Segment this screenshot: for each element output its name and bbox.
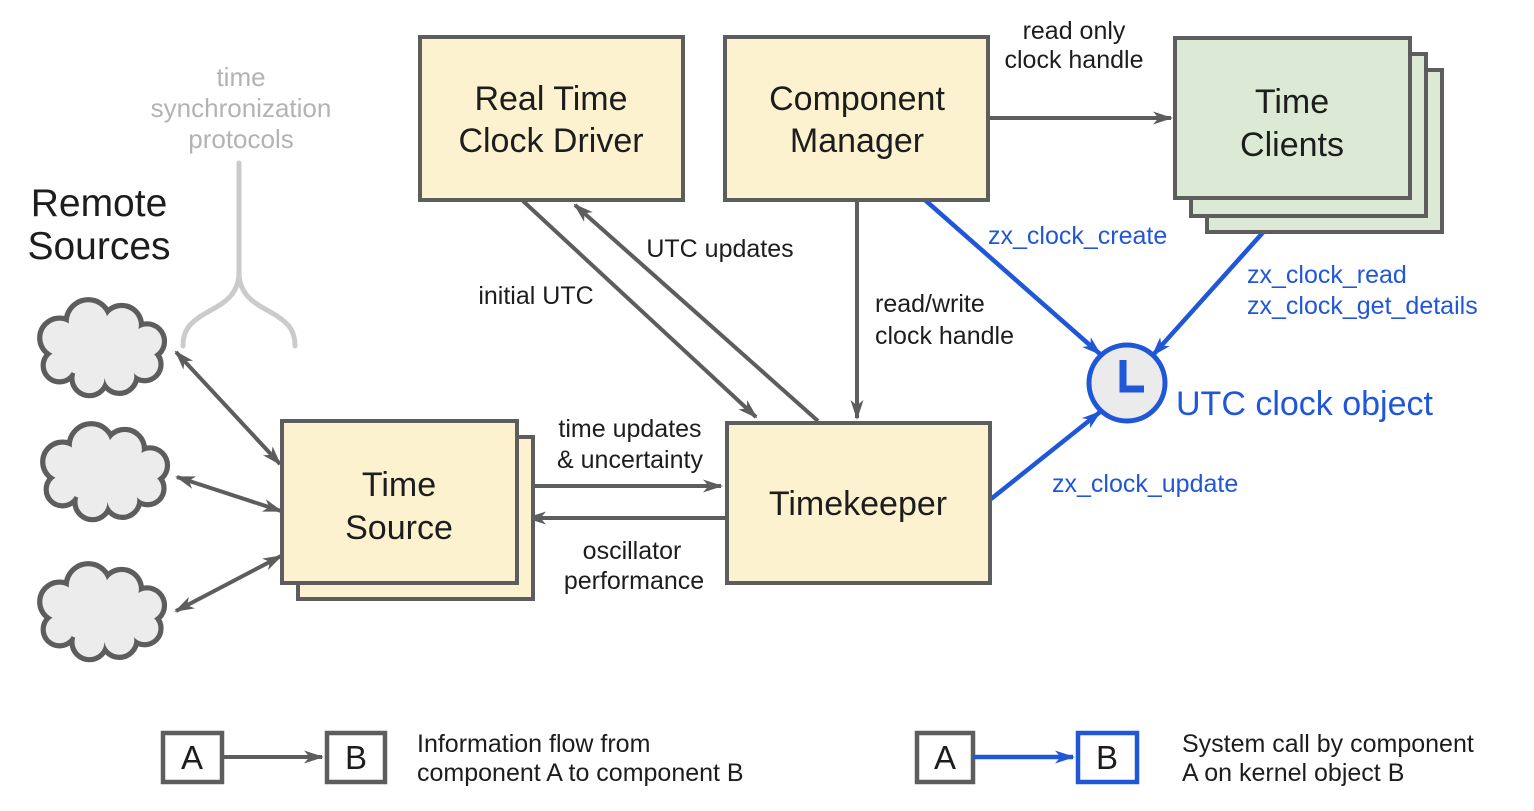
label-utc-updates: UTC updates	[646, 235, 793, 263]
label-oscillator-line2: performance	[564, 567, 704, 595]
arrow-timekeeper-utcclock-update	[989, 410, 1102, 501]
legend-flow-b: B	[345, 739, 367, 776]
time-source-label-line1: Time	[362, 466, 436, 504]
legend-syscall-text-line2: A on kernel object B	[1182, 759, 1404, 787]
node-time-clients: Time Clients	[1173, 36, 1444, 234]
label-read-only-line2: clock handle	[1005, 46, 1144, 74]
remote-sources-title-line1: Remote	[31, 182, 168, 225]
label-oscillator-line1: oscillator	[583, 537, 682, 565]
timekeeper-label: Timekeeper	[769, 485, 947, 523]
component-manager-label-line1: Component	[769, 80, 945, 118]
arrow-cloud1-timesource	[174, 350, 282, 466]
node-timekeeper: Timekeeper	[725, 421, 992, 585]
time-clients-label-line2: Clients	[1240, 126, 1344, 164]
time-clients-label-line1: Time	[1255, 83, 1329, 121]
utc-clock-icon	[1086, 342, 1168, 424]
time-source-label-line2: Source	[345, 509, 453, 547]
legend-syscall-b: B	[1096, 739, 1118, 776]
label-read-only-line1: read only	[1023, 17, 1126, 45]
utc-clock-object-label: UTC clock object	[1176, 385, 1434, 423]
legend-syscall-a: A	[934, 739, 956, 776]
node-rtc-driver: Real Time Clock Driver	[418, 35, 685, 202]
label-zx-clock-update: zx_clock_update	[1052, 470, 1238, 498]
legend-flow-a: A	[181, 739, 203, 776]
arrow-cm-utcclock-create	[923, 198, 1102, 356]
legend-flow-text-line1: Information flow from	[417, 730, 650, 758]
node-time-source: Time Source	[280, 419, 535, 601]
arrow-rtc-timekeeper-initial-utc	[521, 199, 758, 419]
legend-system-call: A B System call by component A on kernel…	[914, 730, 1474, 787]
label-zx-clock-read: zx_clock_read	[1247, 261, 1407, 289]
label-zx-clock-create: zx_clock_create	[988, 222, 1167, 250]
label-read-write-line2: clock handle	[875, 322, 1014, 350]
protocols-note-line2: synchronization	[151, 93, 332, 123]
label-read-write-line1: read/write	[875, 290, 985, 318]
label-initial-utc: initial UTC	[478, 282, 593, 310]
remote-sources-title-line2: Sources	[27, 225, 170, 268]
component-manager-label-line2: Manager	[790, 122, 924, 160]
label-time-updates-line1: time updates	[558, 415, 701, 443]
remote-source-cloud-3	[40, 564, 164, 659]
node-component-manager: Component Manager	[723, 35, 990, 202]
protocols-note-line3: protocols	[188, 124, 294, 154]
remote-source-cloud-2	[43, 424, 167, 519]
legend-syscall-text-line1: System call by component	[1182, 730, 1474, 758]
label-time-updates-line2: & uncertainty	[557, 446, 703, 474]
protocols-note-line1: time	[216, 62, 265, 92]
rtc-driver-label-line2: Clock Driver	[458, 122, 643, 160]
rtc-driver-label-line1: Real Time	[474, 80, 627, 118]
arrow-cloud2-timesource	[175, 475, 283, 513]
protocols-brace	[180, 160, 298, 349]
remote-source-cloud-1	[40, 300, 164, 395]
arrow-cloud3-timesource	[174, 554, 283, 613]
label-zx-clock-get-details: zx_clock_get_details	[1247, 292, 1478, 320]
legend-information-flow: A B Information flow from component A to…	[160, 730, 744, 787]
arrow-timekeeper-rtc-utc-updates	[573, 203, 820, 423]
legend-flow-text-line2: component A to component B	[417, 759, 744, 787]
